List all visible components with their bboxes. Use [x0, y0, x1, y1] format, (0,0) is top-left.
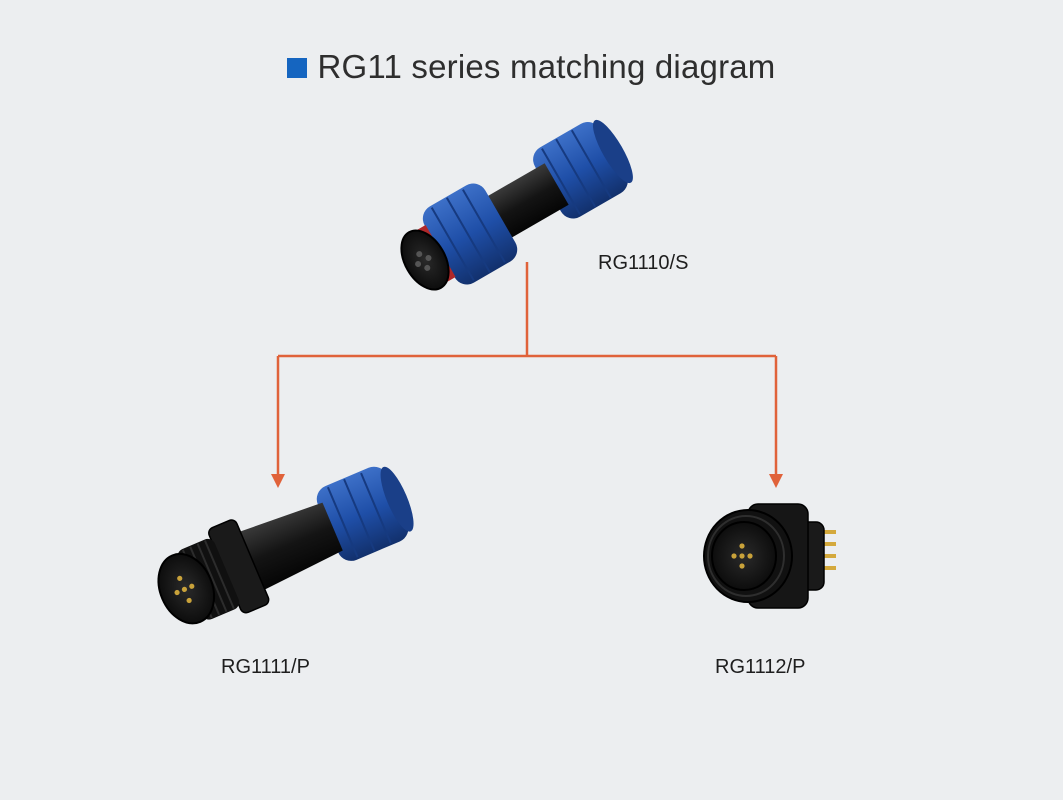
left-arrow-icon — [271, 474, 285, 488]
right-arrow-icon — [769, 474, 783, 488]
rg1110s-label: RG1110/S — [598, 252, 689, 274]
rg1112p-label: RG1112/P — [715, 656, 806, 678]
rg1110s-connector-icon — [400, 119, 633, 291]
rg1111p-label: RG1111/P — [221, 656, 310, 678]
title-square-icon — [287, 58, 308, 78]
rg1111p-connector-icon — [157, 466, 414, 625]
rg1112p-connector-icon — [703, 503, 836, 609]
title-text: RG11 series matching diagram — [317, 48, 776, 85]
diagram-title: RG11 series matching diagram — [0, 48, 1063, 86]
connector-lines — [276, 262, 778, 476]
